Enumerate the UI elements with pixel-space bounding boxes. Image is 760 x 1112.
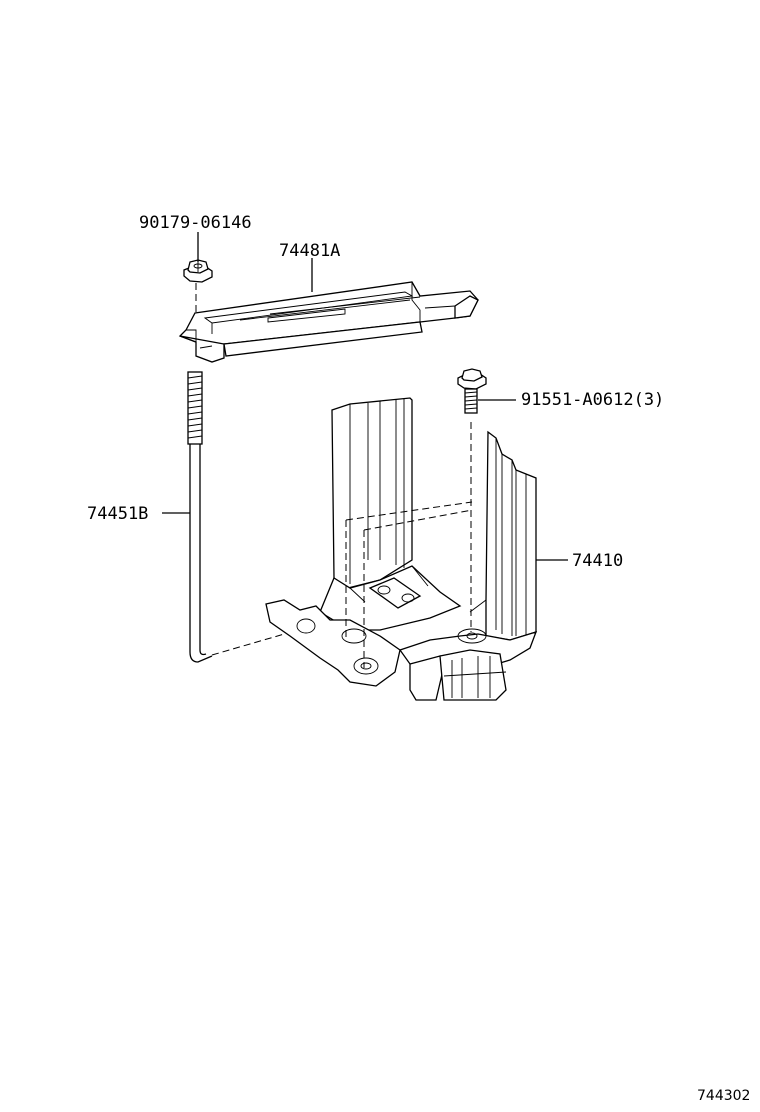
nut-part-number: 90179-06146 — [139, 213, 252, 233]
battery-tray-drawing — [265, 397, 538, 701]
tray-part-number: 74410 — [572, 551, 623, 571]
hold-down-rod-drawing — [187, 371, 213, 663]
flange-nut-drawing — [183, 259, 213, 283]
clamp-part-number: 74481A — [279, 241, 340, 261]
bolt-part-number: 91551-A0612(3) — [521, 390, 664, 410]
rod-part-number: 74451B — [87, 504, 148, 524]
flange-bolt-drawing — [457, 368, 487, 414]
battery-clamp-drawing — [178, 281, 479, 363]
figure-number: 744302 — [697, 1088, 750, 1104]
